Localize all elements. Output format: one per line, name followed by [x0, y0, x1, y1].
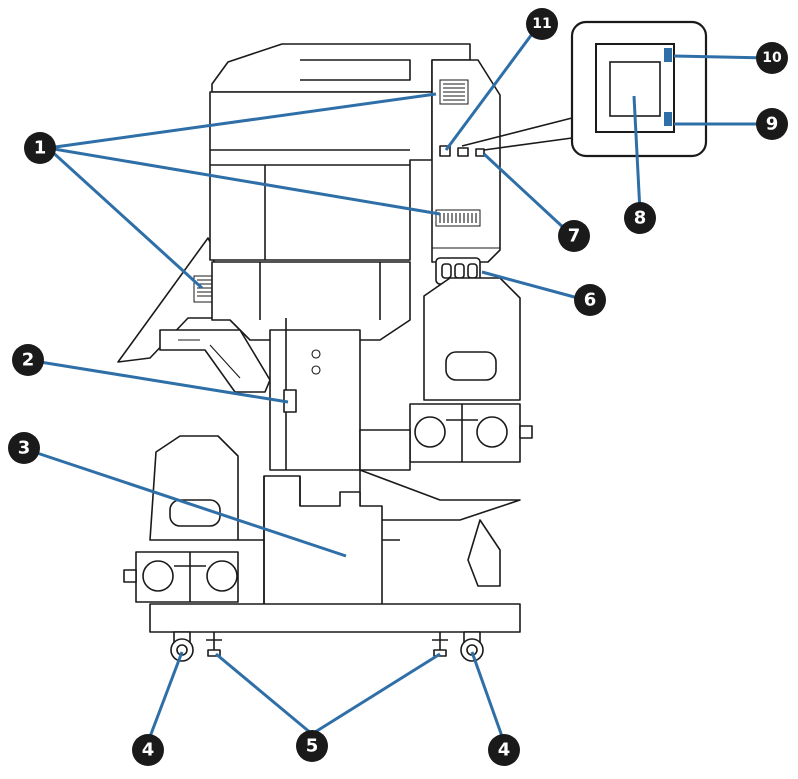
leader-4l [146, 651, 184, 743]
callout-badges: 1 2 3 4 5 4 6 7 [8, 8, 788, 766]
adjuster-left [206, 632, 222, 657]
port-usb-b [475, 148, 485, 157]
svg-text:4: 4 [142, 740, 155, 761]
callout-5: 5 [296, 730, 328, 762]
svg-text:3: 3 [18, 438, 31, 459]
leader-1b [47, 146, 441, 216]
caster-left [170, 631, 194, 662]
svg-text:6: 6 [584, 290, 597, 311]
leader-1c [46, 146, 204, 290]
svg-text:11: 11 [532, 16, 551, 32]
callout-3: 3 [8, 432, 40, 464]
callout-4-left: 4 [132, 734, 164, 766]
leader-6 [481, 270, 579, 300]
port-usb-a [457, 147, 469, 157]
svg-text:9: 9 [766, 114, 779, 135]
leader-7 [482, 152, 568, 232]
svg-text:10: 10 [762, 50, 782, 66]
svg-text:7: 7 [568, 226, 581, 247]
leader-1a [47, 92, 437, 150]
left-media-holder [123, 435, 239, 603]
lan-port-detail-inset [570, 20, 708, 158]
printer-illustration [117, 43, 573, 662]
callout-8: 8 [624, 202, 656, 234]
leader-lines [33, 25, 767, 743]
svg-text:8: 8 [634, 208, 647, 229]
svg-text:4: 4 [498, 740, 511, 761]
callout-6: 6 [574, 284, 606, 316]
stand-column [269, 329, 361, 471]
svg-text:2: 2 [22, 350, 35, 371]
leader-2 [39, 360, 289, 404]
printer-main-body [209, 91, 433, 261]
callout-11: 11 [526, 8, 558, 40]
callout-9: 9 [756, 108, 788, 140]
leader-5b [311, 652, 441, 736]
lan-status-led [664, 48, 672, 62]
caster-right [460, 631, 484, 662]
leader-3 [33, 450, 347, 558]
leader-8 [632, 95, 642, 213]
right-media-holder [409, 277, 533, 463]
leader-10 [673, 54, 767, 60]
vent-grille-lower [435, 209, 481, 227]
stand-base [149, 603, 521, 633]
callout-1: 1 [24, 132, 56, 164]
callout-2: 2 [12, 344, 44, 376]
callout-7: 7 [558, 220, 590, 252]
callout-10: 10 [756, 42, 788, 74]
svg-text:1: 1 [34, 138, 47, 159]
leader-5a [215, 652, 313, 736]
lan-data-led [664, 112, 672, 126]
vent-grille-upper [439, 79, 469, 105]
port-lan [439, 145, 451, 157]
paper-basket-arm [159, 329, 271, 393]
leader-4r [470, 651, 506, 743]
callout-4-right: 4 [488, 734, 520, 766]
leader-11 [444, 25, 540, 151]
svg-text:5: 5 [306, 736, 319, 757]
adjuster-right [432, 632, 448, 657]
